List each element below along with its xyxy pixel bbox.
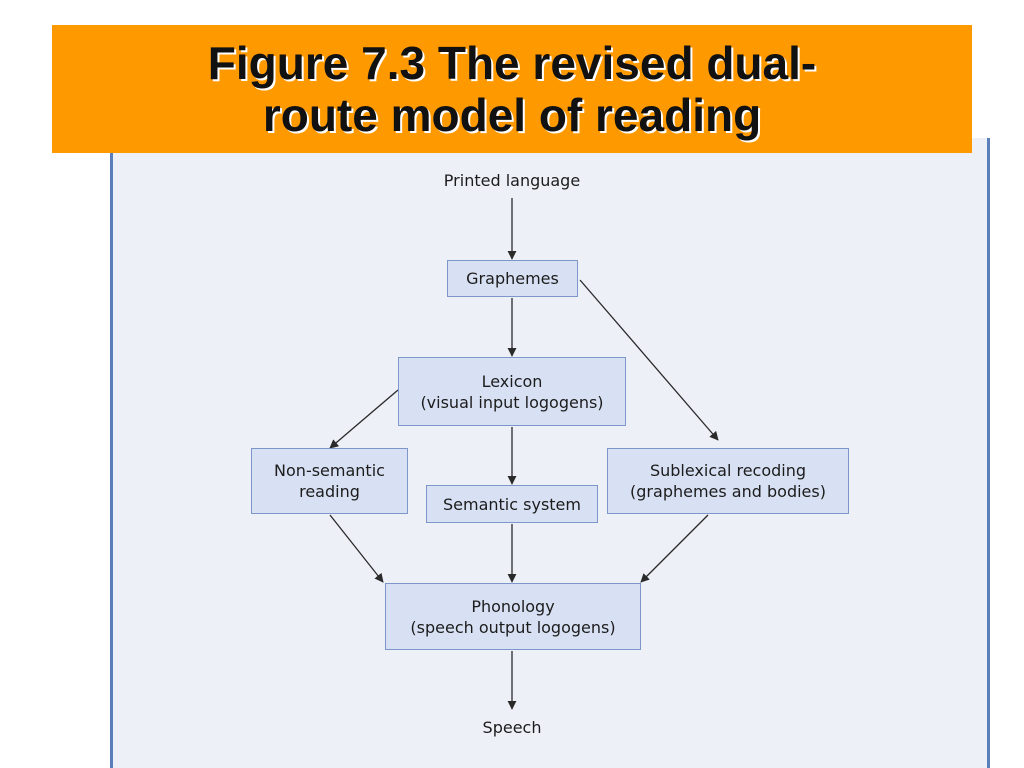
node-lexicon-label-1: Lexicon xyxy=(481,371,543,391)
slide-title-line-2: route model of reading xyxy=(262,89,762,141)
node-non-semantic-label-1: Non-semantic xyxy=(274,461,385,480)
arrow-sublexical-to-phonology xyxy=(640,514,709,583)
node-semantic-system: Semantic system xyxy=(426,485,598,523)
node-sublexical-recoding: Sublexical recoding (graphemes and bodie… xyxy=(607,448,849,514)
node-graphemes: Graphemes xyxy=(447,260,578,297)
node-sublexical-label-1: Sublexical recoding xyxy=(649,461,807,480)
node-sublexical-label-2: (graphemes and bodies) xyxy=(630,482,826,501)
node-printed-language: Printed language xyxy=(443,171,581,190)
slide-title-line-1: Figure 7.3 The revised dual- xyxy=(207,37,817,89)
node-non-semantic-reading: Non-semantic reading xyxy=(251,448,408,514)
arrow-nonsemantic-to-phonology xyxy=(329,514,384,583)
slide-title: Figure 7.3 The revised dual- route model… xyxy=(52,25,972,153)
node-non-semantic-label-2: reading xyxy=(299,482,360,501)
node-graphemes-label: Graphemes xyxy=(466,269,559,288)
node-phonology-label-1: Phonology xyxy=(471,596,555,616)
node-phonology: Phonology (speech output logogens) xyxy=(385,583,641,650)
node-speech: Speech xyxy=(482,718,542,737)
node-semantic-system-label: Semantic system xyxy=(443,494,581,514)
node-phonology-label-2: (speech output logogens) xyxy=(410,617,616,637)
arrow-graphemes-to-sublexical xyxy=(579,279,719,441)
node-lexicon: Lexicon (visual input logogens) xyxy=(398,357,626,426)
arrow-lexicon-to-nonsemantic xyxy=(329,389,399,449)
node-lexicon-label-2: (visual input logogens) xyxy=(420,392,604,412)
